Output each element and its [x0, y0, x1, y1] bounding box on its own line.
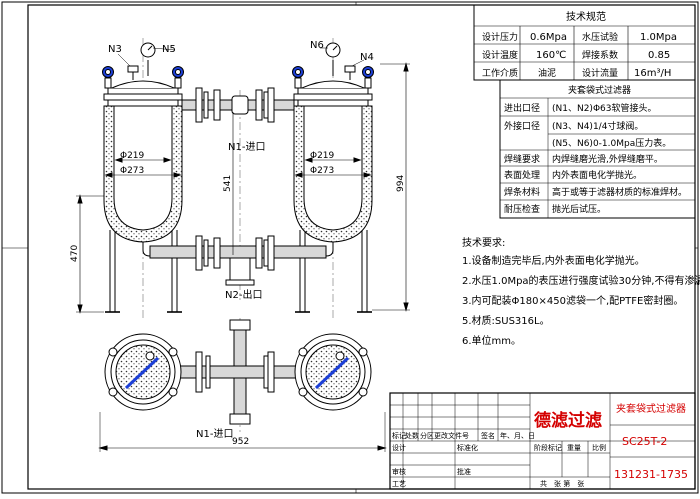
- dim-470: 470: [70, 245, 80, 262]
- spec-r2-c4: 0.85: [648, 50, 670, 61]
- front-view-labels: N3 N5 N6 N4 N1-进口 N2-出口 Φ219 Φ273 Φ219 Φ…: [70, 40, 406, 301]
- dim-994: 994: [396, 175, 406, 192]
- tb-std: 标准化: [457, 443, 478, 452]
- nozzle-r4-val: 内焊缝磨光滑,外焊缝磨平。: [552, 153, 663, 165]
- label-n3: N3: [108, 44, 122, 55]
- label-d219-right: Φ219: [310, 151, 335, 161]
- tb-h-sign: 签名: [481, 431, 495, 440]
- dim-541: 541: [223, 175, 233, 192]
- tb-design: 设计: [392, 443, 406, 452]
- label-n6: N6: [310, 40, 324, 51]
- spec-table-title: 技术规范: [566, 10, 606, 23]
- nozzle-title: 夹套袋式过滤器: [568, 84, 631, 96]
- product-name: 夹套袋式过滤器: [616, 402, 686, 415]
- tb-h-docno: 更改文件号: [434, 431, 469, 440]
- nozzle-table-text: 夹套袋式过滤器 进出口径 (N1、N2)Φ63软管接头。 外接口径 (N3、N4…: [504, 84, 687, 215]
- label-inlet-bottom: N1-进口: [196, 428, 233, 440]
- label-d273-left: Φ273: [120, 166, 144, 176]
- spec-r2-c3: 焊接系数: [582, 49, 618, 61]
- spec-r3-c1: 工作介质: [482, 67, 518, 79]
- spec-r2-c1: 设计温度: [482, 49, 518, 61]
- drawing-number: 131231-1735: [614, 468, 688, 481]
- note-3: 3.内可配装Φ180×450滤袋一个,配PTFE密封圈。: [462, 294, 683, 307]
- note-2: 2.水压1.0Mpa的表压进行强度试验30分钟,不得有渗漏、变形。: [462, 274, 700, 287]
- nozzle-r3-val: (N5、N6)0-1.0Mpa压力表。: [552, 137, 671, 149]
- tb-h-date: 年、月、日: [500, 431, 535, 440]
- spec-r3-c2: 油泥: [538, 67, 556, 79]
- tb-approve: 批准: [457, 467, 471, 476]
- tb-weight: 重量: [567, 444, 581, 452]
- label-inlet: N1-进口: [228, 141, 265, 153]
- tb-stage: 阶段标记: [534, 443, 562, 452]
- nozzle-r2-val: (N3、N4)1/4寸球阀。: [552, 120, 643, 132]
- spec-r1-c2: 0.6Mpa: [530, 32, 567, 43]
- spec-r1-c4: 1.0Mpa: [640, 32, 677, 43]
- label-outlet: N2-出口: [225, 288, 262, 301]
- label-n4: N4: [360, 52, 374, 63]
- inner-frame: [27, 4, 696, 490]
- spec-table-text: 技术规范 设计压力 0.6Mpa 水压试验 1.0Mpa 设计温度 160℃ 焊…: [482, 10, 677, 79]
- spec-r2-c2: 160℃: [536, 50, 566, 61]
- tb-sheet: 共 张 第 张: [540, 479, 584, 488]
- nozzle-r2-key: 外接口径: [504, 120, 540, 132]
- notes-title: 技术要求:: [462, 236, 505, 249]
- nozzle-r7-key: 耐压检查: [504, 203, 540, 215]
- note-5: 6.单位mm。: [462, 334, 521, 347]
- spec-r3-c4: 16m³/H: [634, 68, 671, 79]
- tb-h-zone: 分区: [420, 431, 434, 440]
- nozzle-table: [499, 79, 696, 219]
- nozzle-r5-key: 表面处理: [504, 169, 540, 181]
- nozzle-r1-key: 进出口径: [504, 102, 540, 114]
- front-elevation: [76, 38, 410, 320]
- spec-r1-c1: 设计压力: [482, 31, 518, 43]
- tb-check: 审核: [392, 467, 406, 476]
- title-block: [389, 392, 696, 490]
- nozzle-r6-val: 高于或等于滤器材质的标准焊材。: [552, 186, 687, 198]
- plan-view-labels: N1-进口 952: [196, 428, 249, 447]
- label-n5: N5: [162, 44, 176, 55]
- dim-952: 952: [232, 437, 249, 447]
- note-4: 5.材质:SUS316L。: [462, 314, 550, 327]
- company-name: 德滤过滤: [534, 410, 602, 431]
- nozzle-r7-val: 抛光后试压。: [552, 203, 606, 215]
- tb-h-count: 处数: [405, 431, 419, 440]
- tb-process: 工艺: [392, 480, 406, 488]
- model-number: SC25T-2: [622, 435, 667, 448]
- nozzle-r1-val: (N1、N2)Φ63软管接头。: [552, 102, 656, 114]
- label-d219-left: Φ219: [120, 151, 145, 161]
- nozzle-r5-val: 内外表面电化学抛光。: [552, 169, 642, 181]
- tb-ratio: 比例: [592, 443, 606, 452]
- title-block-text: 标记 处数 分区 更改文件号 签名 年、月、日 设计 标准化 审核 工艺 批准 …: [392, 431, 606, 488]
- nozzle-r4-key: 焊缝要求: [504, 153, 540, 165]
- plan-view: [98, 318, 387, 452]
- note-1: 1.设备制造完毕后,内外表面电化学抛光。: [462, 254, 645, 267]
- spec-r1-c3: 水压试验: [582, 31, 618, 43]
- spec-r3-c3: 设计流量: [582, 67, 618, 79]
- frame-marks: [2, 2, 698, 493]
- nozzle-r6-key: 焊条材料: [504, 186, 540, 198]
- label-d273-right: Φ273: [310, 166, 334, 176]
- tech-notes: 技术要求: 1.设备制造完毕后,内外表面电化学抛光。 2.水压1.0Mpa的表压…: [462, 236, 700, 347]
- tb-h-mark: 标记: [392, 431, 406, 440]
